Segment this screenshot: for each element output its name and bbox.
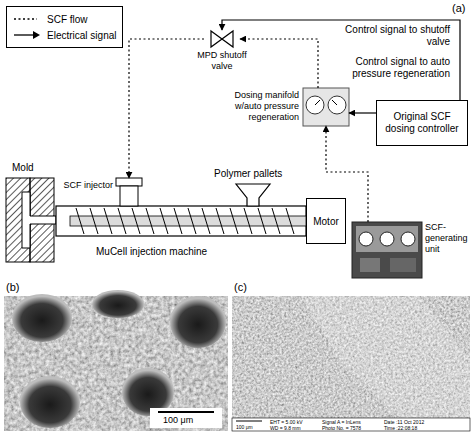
sem-micrograph-b: [20, 376, 80, 428]
sem-micrograph-b: [150, 408, 222, 428]
generating-unit-photo: [356, 226, 418, 252]
barrel: [76, 208, 294, 234]
node-label: Dosing manifold w/auto pressure regenera…: [223, 90, 299, 123]
legend-row: Electrical signal: [13, 27, 116, 43]
valve-symbol: [211, 31, 233, 47]
generating-unit-photo: [380, 232, 394, 246]
node-label: MPD shutoff valve: [190, 50, 254, 72]
figure-label: 100 μm: [163, 415, 193, 425]
scf-generating-unit: SCF-generating unit: [352, 222, 422, 278]
barrel: [56, 206, 306, 236]
mold-node: Mold: [6, 162, 56, 262]
shutoff-valve: MPD shutoff valve: [204, 30, 240, 48]
dosing-manifold: Dosing manifold w/auto pressure regenera…: [303, 88, 349, 126]
injector-body: [120, 186, 138, 206]
node-label: Motor: [313, 216, 339, 227]
barrel: [56, 206, 306, 236]
scf-injector: SCF injector: [116, 178, 142, 206]
legend-label: SCF flow: [47, 14, 88, 25]
hopper: [236, 184, 270, 206]
generating-unit-photo: [401, 232, 415, 246]
manifold-gauges: [315, 100, 337, 105]
motor-box: Motor: [306, 198, 346, 244]
legend-label: Electrical signal: [47, 30, 116, 41]
mold: [22, 192, 56, 248]
sem-micrograph-b: [92, 290, 144, 318]
node-label: Mold: [12, 162, 34, 173]
figure-label: (a): [452, 2, 465, 14]
manifold-gauges: [303, 88, 349, 126]
sem-micrograph-c: [300, 296, 470, 418]
generating-unit-photo: [360, 258, 380, 272]
legend: SCF flowElectrical signal: [6, 6, 123, 48]
sem-micrograph-b: [158, 411, 214, 413]
node-label: Original SCF dosing controller: [381, 111, 463, 135]
figure-label: Signal A = InLens: [322, 419, 361, 425]
manifold-gauges: [303, 88, 349, 126]
figure-label: Date :11 Oct 2012: [384, 419, 424, 425]
injector-body: [116, 178, 142, 186]
sem-micrograph-c: [232, 418, 470, 431]
sem-micrograph-c: [232, 296, 470, 431]
figure-label: (c): [234, 281, 247, 293]
hopper: [236, 184, 270, 206]
figure-label: EHT = 5.00 kV: [270, 419, 303, 425]
edge-label: Control signal to shutoff valve: [322, 24, 450, 48]
figure-label: Polymer pallets: [214, 168, 282, 179]
generating-unit-photo: [359, 232, 373, 246]
legend-arrowhead: [33, 31, 40, 39]
dosing-controller: Original SCF dosing controller: [376, 100, 468, 146]
figure-label: 100 μm: [236, 424, 253, 430]
signal-line: [349, 112, 376, 113]
node-label: SCF-generating unit: [425, 222, 471, 255]
valve-symbol: [211, 31, 233, 47]
sem-micrograph-b: [4, 290, 228, 431]
legend-row: SCF flow: [13, 11, 116, 27]
generating-unit-photo: [352, 222, 422, 278]
generating-unit-photo: [352, 222, 422, 278]
scf-flow-line: [240, 39, 318, 88]
figure-label: MuCell injection machine: [96, 246, 207, 257]
edge-label: Control signal to auto pressure regenera…: [350, 56, 450, 80]
legend-sample: [13, 30, 41, 40]
sem-micrograph-b: [170, 296, 226, 348]
legend-sample: [13, 14, 41, 24]
generating-unit-photo: [390, 258, 416, 272]
sem-micrograph-c: [236, 421, 262, 422]
node-label: SCF injector: [63, 180, 113, 190]
barrel: [70, 216, 306, 226]
sem-micrograph-b: [12, 294, 72, 342]
legend-line: [14, 18, 37, 19]
signal-line: [222, 20, 460, 100]
figure-label: Time :22:08:18: [384, 425, 417, 431]
figure-label: Photo No. = 7578: [322, 425, 361, 431]
scf-flow-line: [129, 39, 204, 178]
figure-label: (b): [6, 281, 19, 293]
injector-body: [116, 178, 142, 206]
sem-micrograph-c: [232, 296, 470, 418]
mold: [6, 178, 56, 262]
figure-label: WD = 9.8 mm: [270, 425, 301, 431]
